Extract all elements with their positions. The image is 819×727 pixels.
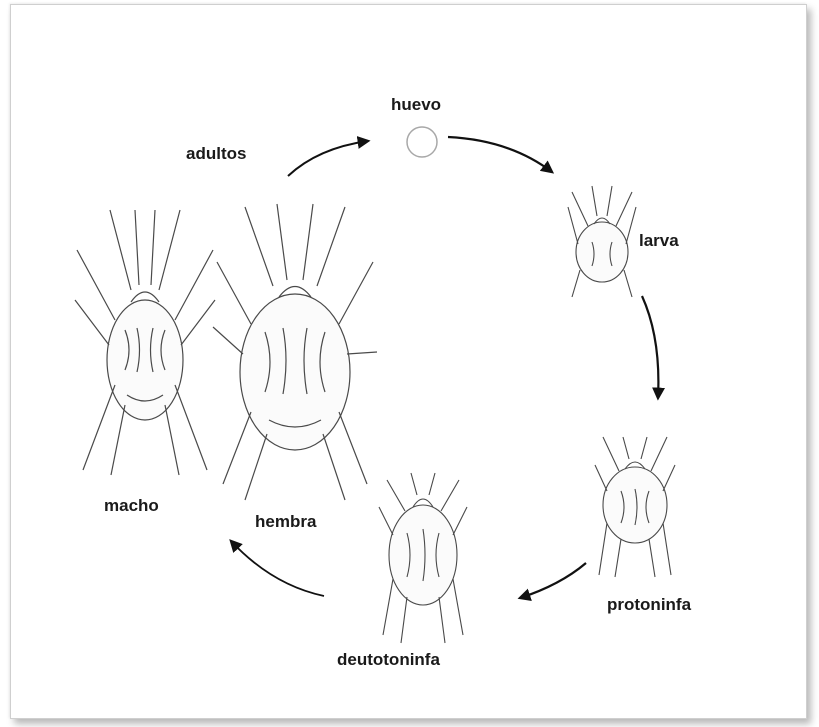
mite-protonymph-illustration: [595, 437, 675, 577]
arrow-larva-to-protonymph: [642, 296, 658, 398]
label-adults: adultos: [186, 145, 246, 162]
arrow-adults-to-egg: [288, 141, 368, 176]
label-deutonymph: deutotoninfa: [337, 651, 440, 668]
mite-female-illustration: [213, 204, 377, 500]
label-larva: larva: [639, 232, 679, 249]
mite-deutonymph-illustration: [379, 473, 467, 643]
label-protonymph: protoninfa: [607, 596, 691, 613]
arrow-deutonymph-to-adults: [231, 541, 324, 596]
label-female: hembra: [255, 513, 316, 530]
label-male: macho: [104, 497, 159, 514]
label-egg: huevo: [391, 96, 441, 113]
arrow-egg-to-larva: [448, 137, 552, 172]
egg-illustration: [407, 127, 437, 157]
mite-male-illustration: [75, 210, 215, 475]
arrow-protonymph-to-deutonymph: [520, 563, 586, 598]
mite-larva-illustration: [568, 186, 636, 297]
